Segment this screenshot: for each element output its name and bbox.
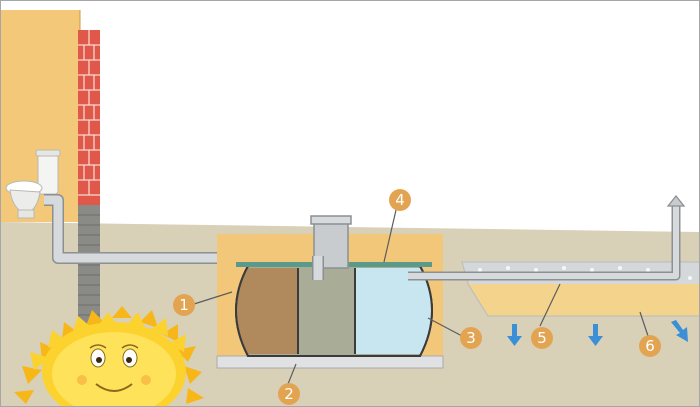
svg-text:3: 3 (466, 329, 476, 347)
callout-4: 4 (389, 189, 411, 211)
callout-3: 3 (460, 327, 482, 349)
filter-sand (468, 282, 700, 316)
concrete-base (216, 355, 444, 369)
callout-1: 1 (173, 294, 195, 316)
chamber-2 (298, 268, 354, 354)
chamber-3 (356, 268, 431, 354)
callout-2: 2 (278, 383, 300, 405)
callout-leaders (193, 209, 649, 385)
septic-tank (235, 262, 433, 357)
sun-smile (95, 383, 133, 392)
brick-column (78, 30, 100, 325)
chamber-1 (237, 268, 298, 354)
callout-6: 6 (639, 335, 661, 357)
callout-5: 5 (531, 327, 553, 349)
filtration-field (461, 261, 700, 317)
svg-text:1: 1 (179, 296, 189, 314)
sun-icon (14, 306, 204, 407)
svg-text:4: 4 (395, 191, 405, 209)
svg-text:6: 6 (645, 337, 655, 355)
svg-text:2: 2 (284, 385, 294, 403)
toilet-icon (5, 149, 61, 219)
arrow-down-icon (507, 320, 688, 346)
vent-cap (666, 194, 686, 207)
outlet-pipe (408, 194, 686, 281)
svg-text:5: 5 (537, 329, 547, 347)
